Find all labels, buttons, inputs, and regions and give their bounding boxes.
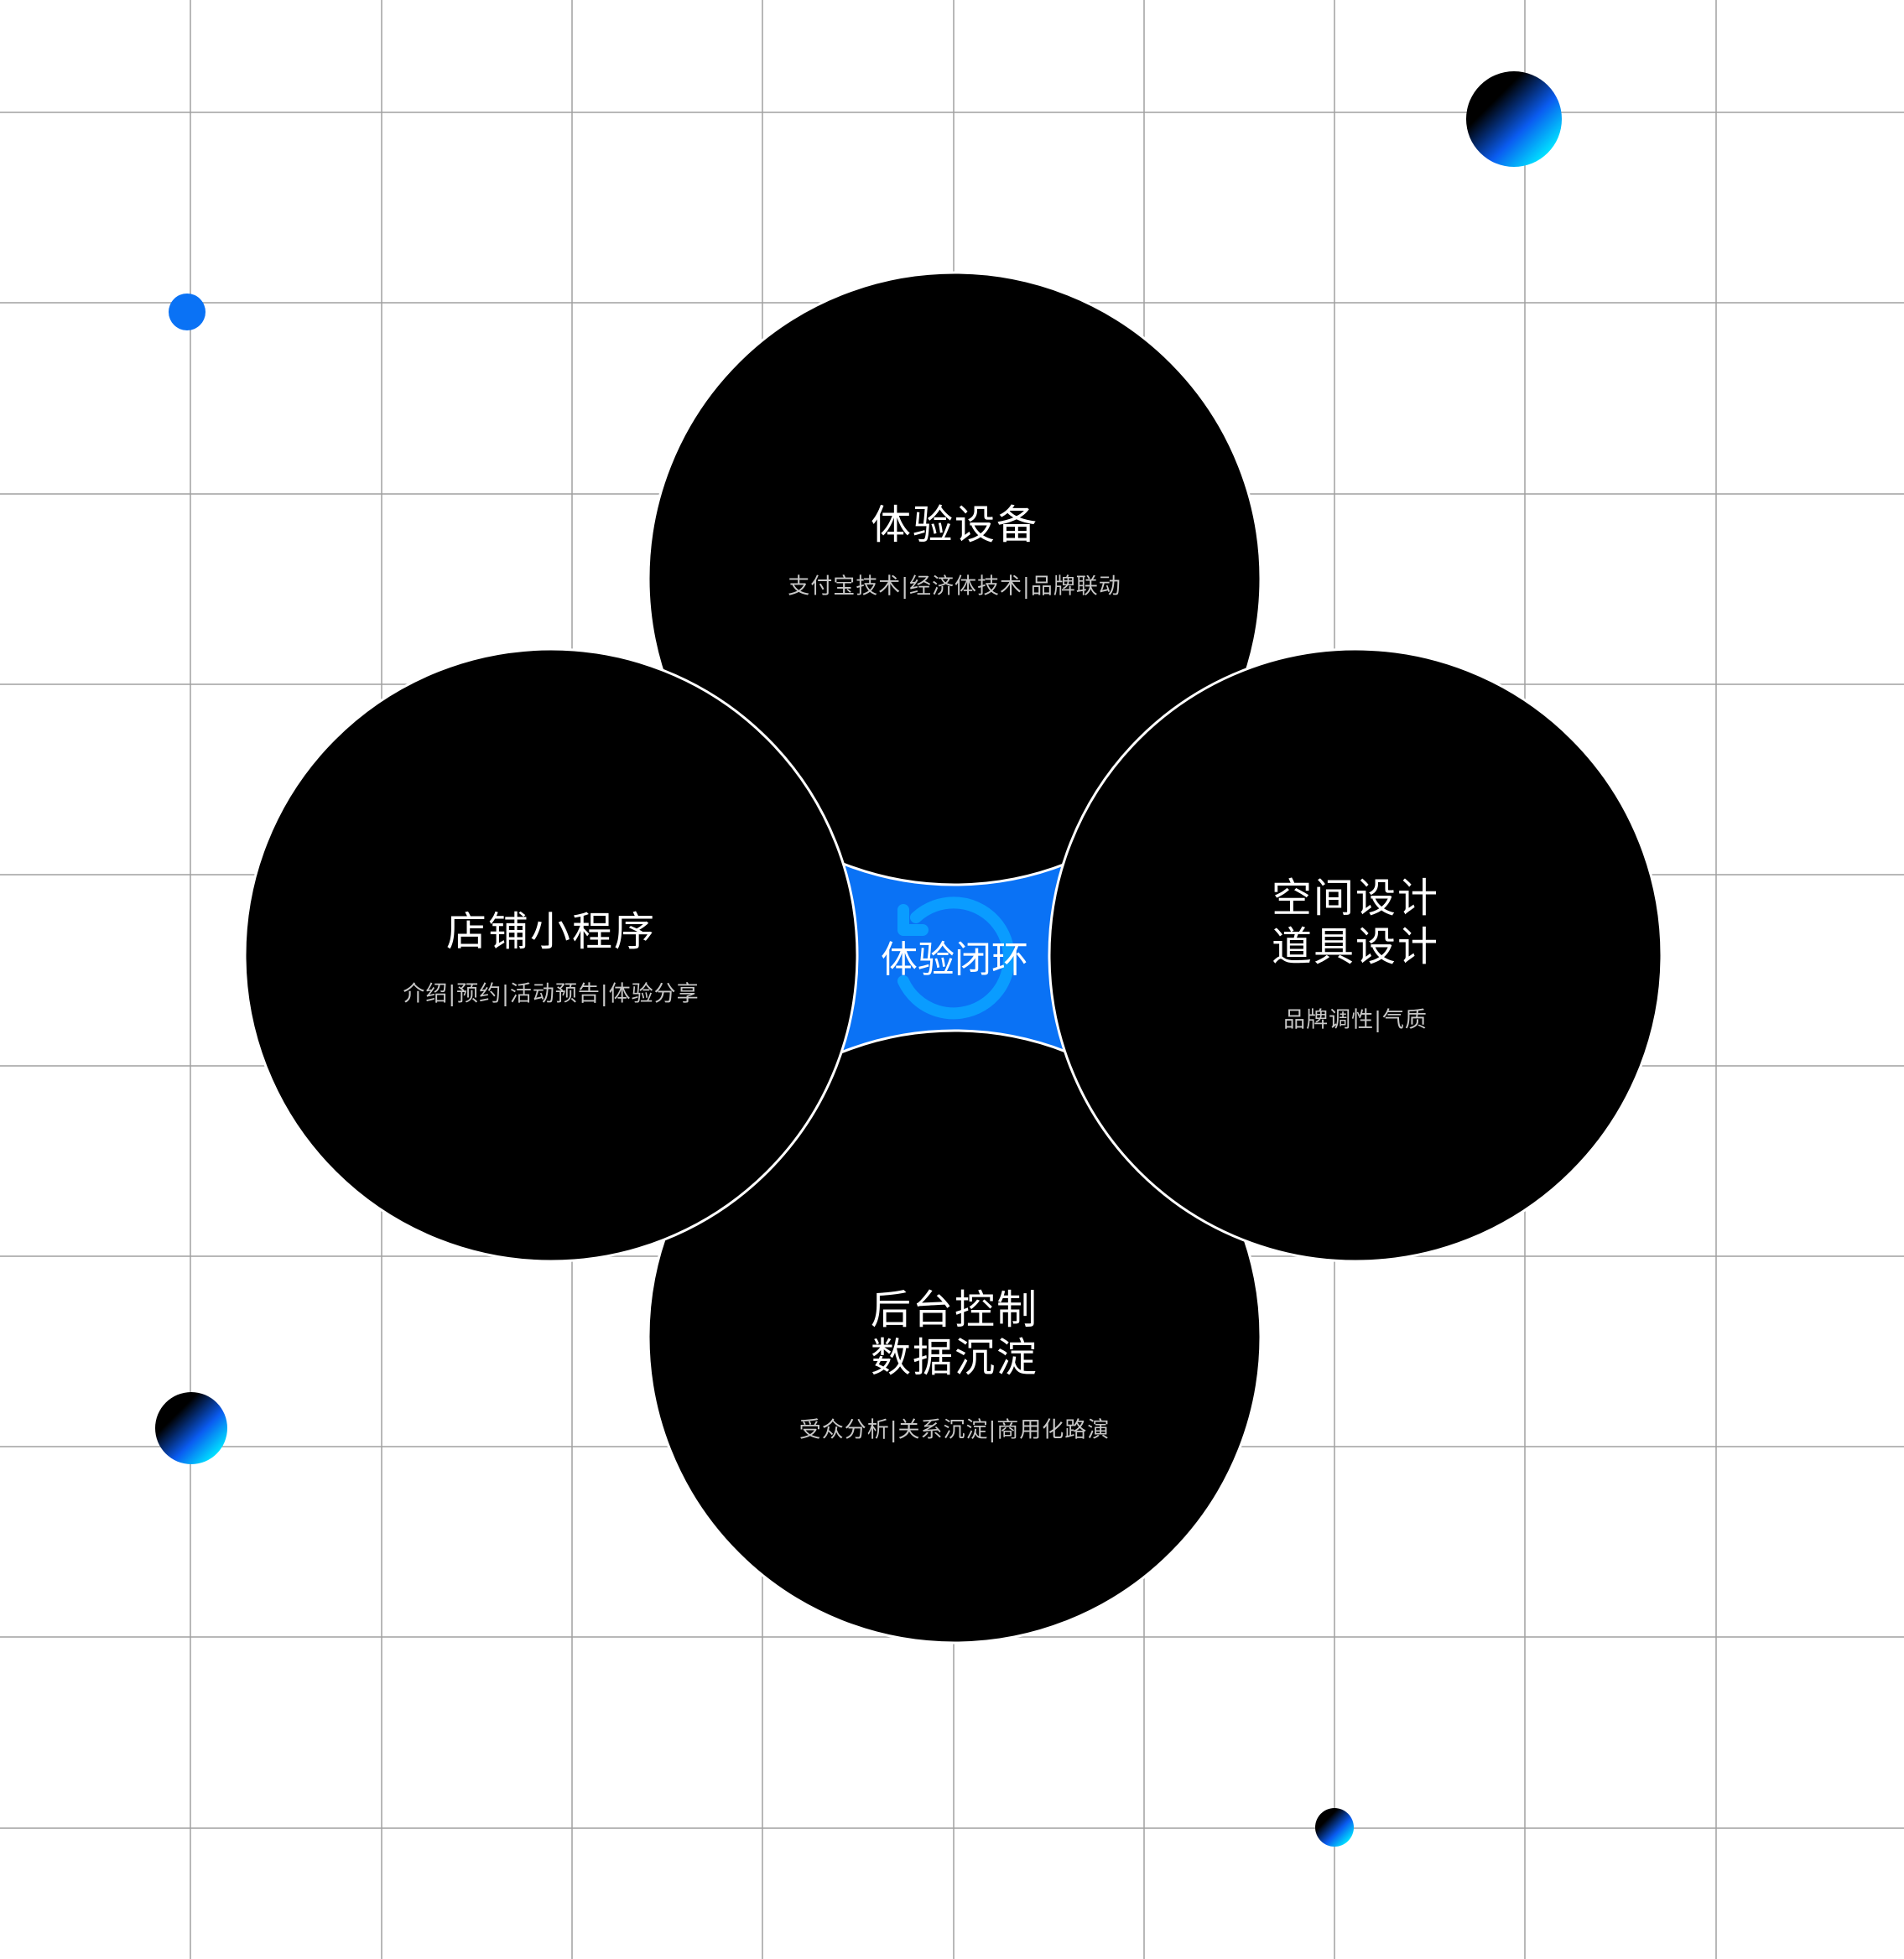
- left-circle-subtitle: 介绍|预约|活动预告|体验分享: [403, 981, 700, 1007]
- center-label: 体验闭环: [881, 938, 1028, 981]
- top-circle-subtitle: 支付宝技术|经济体技术|品牌联动: [788, 574, 1121, 600]
- circle-left: [243, 647, 859, 1263]
- center-blue-area: [839, 855, 1065, 1057]
- circle-right: [1048, 647, 1663, 1263]
- left-circle-title: 店铺小程序: [445, 908, 657, 955]
- top-circle-title: 体验设备: [870, 501, 1039, 548]
- refresh-icon: [897, 896, 1015, 1020]
- right-circle-title-2: 道具设计: [1271, 923, 1440, 970]
- right-circle-title-1: 空间设计: [1271, 875, 1440, 922]
- gradient-sphere: [1315, 1808, 1354, 1847]
- circle-top: [647, 271, 1262, 886]
- gradient-sphere: [1466, 71, 1562, 167]
- blue-dot: [169, 294, 205, 330]
- bottom-circle-title-1: 后台控制: [870, 1286, 1039, 1333]
- circle-bottom: [647, 1029, 1262, 1645]
- gradient-sphere: [155, 1392, 227, 1464]
- bottom-circle-subtitle: 受众分析|关系沉淀|商用化路演: [799, 1417, 1111, 1443]
- right-circle-subtitle: 品牌调性|气质: [1283, 1007, 1428, 1033]
- bottom-circle-title-2: 数据沉淀: [870, 1334, 1039, 1381]
